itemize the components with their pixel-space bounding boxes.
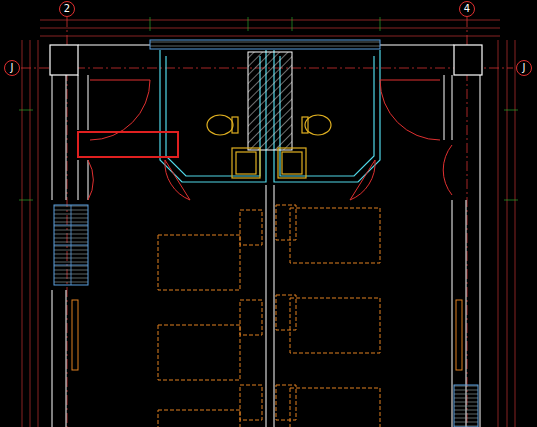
axis-label: 4	[464, 4, 470, 14]
axis-label: J	[11, 63, 14, 73]
axis-label: 2	[64, 4, 70, 14]
grid-axis-bubble: J	[4, 60, 20, 76]
grid-axis-bubble: 4	[459, 1, 475, 17]
grid-axis-bubble: 2	[59, 1, 75, 17]
grid-axis-bubble: J	[516, 60, 532, 76]
axis-label: J	[523, 63, 526, 73]
